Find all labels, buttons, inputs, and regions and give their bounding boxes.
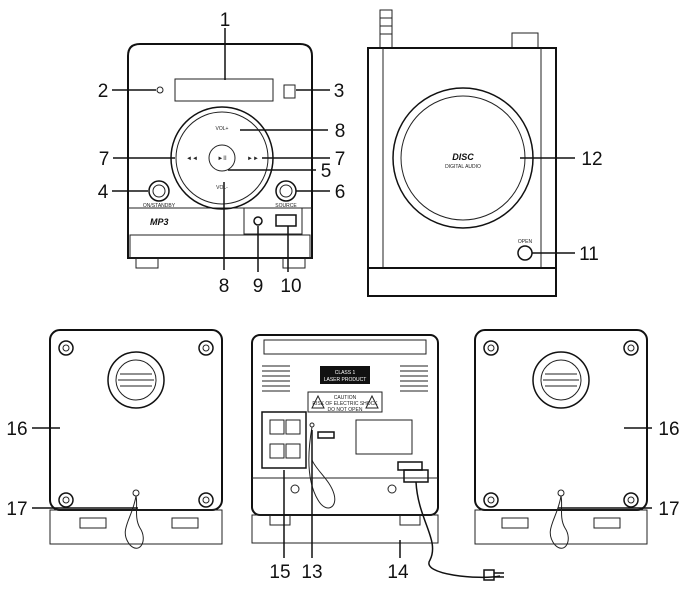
front-view: ►II VOL+ VOL- ◄◄ ►► ON/STANDBY SOURCE MP… (127, 43, 313, 269)
standby-label: ON/STANDBY (143, 203, 176, 209)
prev-icon: ◄◄ (186, 156, 198, 162)
left-speaker-body (49, 329, 223, 511)
callout-numbers: 1 2 3 8 7 7 5 4 6 8 9 10 12 11 16 16 17 … (6, 10, 679, 583)
bass-port (532, 351, 590, 409)
jack-usb-panel (243, 207, 303, 235)
rear-view: CLASS 1 LASER PRODUCT CAUTION RISK OF EL… (251, 334, 504, 581)
right-speaker (474, 329, 648, 549)
callout-17-left: 17 (6, 499, 27, 520)
fm-connector (511, 32, 539, 49)
callout-1: 1 (220, 10, 231, 31)
rating-plate (355, 419, 413, 455)
fm-antenna-socket[interactable] (317, 431, 335, 439)
callout-13: 13 (301, 562, 322, 583)
play-pause-button[interactable] (208, 144, 236, 172)
power-plug (483, 569, 495, 581)
caution-title: CAUTION (334, 395, 357, 401)
speaker-terminals[interactable] (261, 411, 307, 469)
right-speaker-base (474, 509, 648, 545)
class-label-line2: LASER PRODUCT (324, 377, 367, 383)
callout-9: 9 (253, 276, 264, 297)
callout-17-right: 17 (658, 499, 679, 520)
vent-right (400, 365, 428, 392)
vol-up-label: VOL+ (216, 126, 229, 132)
callout-8-top: 8 (335, 121, 346, 142)
ir-sensor (283, 84, 296, 99)
brand-label: MP3 (150, 217, 169, 227)
left-speaker (49, 329, 223, 549)
callout-16-right: 16 (658, 419, 679, 440)
callout-3: 3 (334, 81, 345, 102)
callout-7-left: 7 (99, 149, 110, 170)
display-window (174, 78, 274, 102)
callout-4: 4 (98, 182, 109, 203)
caution-line1: RISK OF ELECTRIC SHOCK (312, 401, 378, 407)
caution-line2: DO NOT OPEN (328, 407, 363, 413)
front-base (129, 234, 311, 259)
callout-14: 14 (387, 562, 409, 583)
vol-down-label: VOL- (216, 185, 228, 191)
play-pause-icon: ►II (217, 156, 227, 162)
front-body (127, 43, 313, 259)
rear-body (251, 334, 439, 516)
right-speaker-body (474, 329, 648, 511)
headphone-jack[interactable] (253, 216, 263, 226)
callout-15: 15 (269, 562, 290, 583)
disc-logo: DISC (452, 152, 474, 162)
callout-6: 6 (335, 182, 346, 203)
callout-5: 5 (321, 161, 332, 182)
top-view: DISC DIGITAL AUDIO OPEN (367, 9, 557, 297)
bass-port (107, 351, 165, 409)
caution-label (307, 391, 383, 413)
open-label: OPEN (518, 239, 533, 245)
top-base (367, 267, 557, 297)
callout-16-left: 16 (6, 419, 27, 440)
source-label: SOURCE (275, 203, 297, 209)
front-foot-left (135, 257, 159, 269)
left-speaker-base (49, 509, 223, 545)
usb-port[interactable] (275, 214, 297, 227)
callout-10: 10 (280, 276, 301, 297)
standby-button[interactable] (148, 180, 170, 202)
next-icon: ►► (247, 156, 259, 162)
class-label-line1: CLASS 1 (335, 370, 356, 376)
callout-11: 11 (579, 244, 599, 265)
callout-8-bottom: 8 (219, 276, 230, 297)
front-foot-right (282, 257, 306, 269)
rear-base (251, 514, 439, 544)
disc-logo-sub: DIGITAL AUDIO (445, 164, 481, 170)
antenna-connector (379, 9, 393, 49)
callout-7-right: 7 (335, 149, 346, 170)
callout-2: 2 (98, 81, 109, 102)
class-label-plate (320, 366, 370, 384)
leader-lines (32, 28, 652, 558)
callout-12: 12 (581, 149, 602, 170)
standby-led (156, 86, 164, 94)
vent-left (262, 365, 290, 392)
